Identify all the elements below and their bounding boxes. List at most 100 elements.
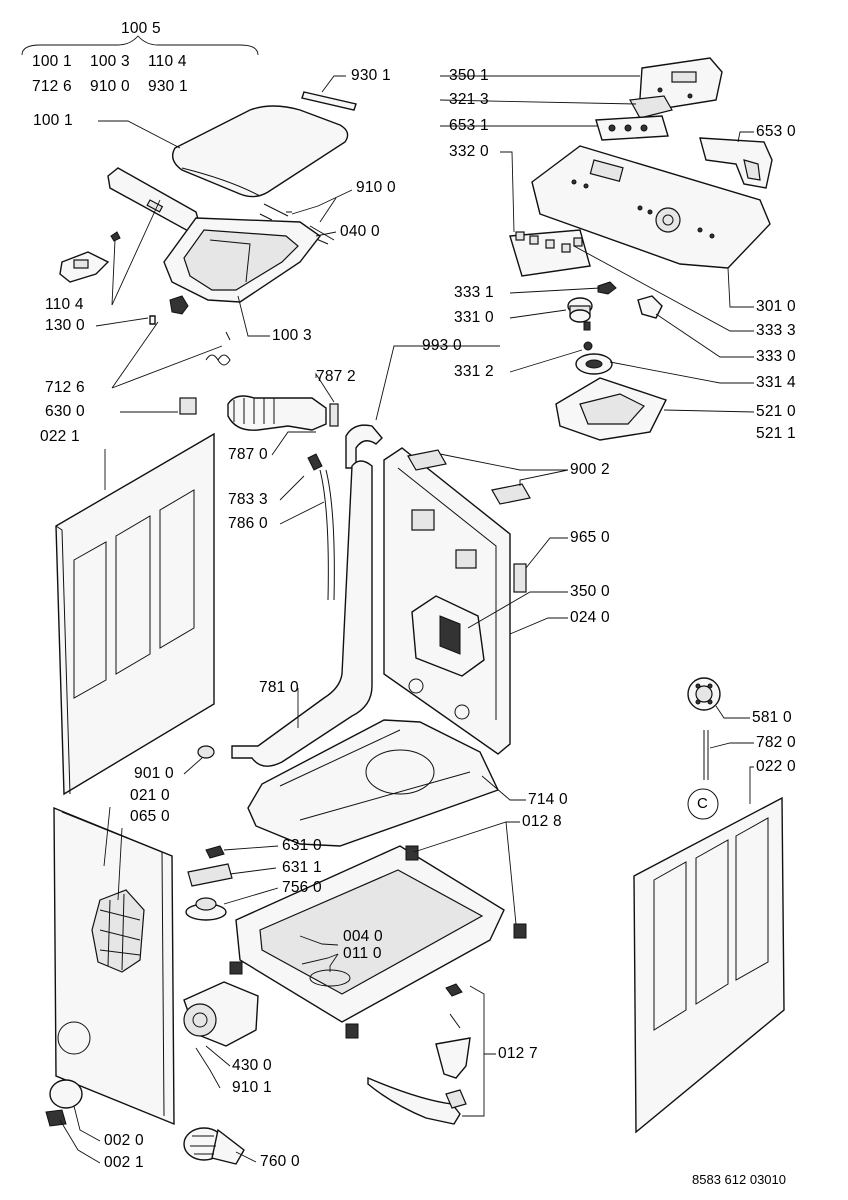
part-022-0-side-panel	[633, 796, 785, 1134]
label-787-0: 787 0	[228, 446, 268, 463]
part-993-0-pipe	[345, 424, 383, 469]
label-653-0: 653 0	[756, 123, 796, 140]
label-065-0: 065 0	[130, 808, 170, 825]
part-712-6-spring	[205, 331, 231, 366]
part-521-0-bracket	[555, 377, 667, 441]
label-631-1: 631 1	[282, 859, 322, 876]
label-910-0-top: 910 0	[90, 78, 130, 95]
label-712-6: 712 6	[45, 379, 85, 396]
label-331-4: 331 4	[756, 374, 796, 391]
part-653-1-switch-strip	[595, 115, 669, 141]
part-760-0-filter	[183, 1127, 245, 1165]
part-787-2-clamp	[329, 403, 339, 427]
part-002-1-clip	[45, 1109, 67, 1127]
label-002-0: 002 0	[104, 1132, 144, 1149]
part-631-0-terminal	[205, 845, 225, 859]
label-130-0: 130 0	[45, 317, 85, 334]
label-930-1: 930 1	[351, 67, 391, 84]
label-022-0: 022 0	[756, 758, 796, 775]
part-022-1-side-panel	[55, 432, 215, 796]
part-581-0-pressure-switch	[687, 677, 721, 711]
group-bracket	[21, 35, 259, 56]
part-100-1-lid	[172, 105, 349, 198]
label-110-4: 110 4	[45, 296, 84, 313]
label-100-3: 100 3	[272, 327, 312, 344]
label-331-0: 331 0	[454, 309, 494, 326]
label-760-0: 760 0	[260, 1153, 300, 1170]
label-021-0: 021 0	[130, 787, 170, 804]
part-901-0-cap	[197, 745, 215, 759]
part-333-0-clip	[637, 295, 663, 319]
label-040-0: 040 0	[340, 223, 380, 240]
label-333-0: 333 0	[756, 348, 796, 365]
part-781-0-drain-hose	[231, 460, 373, 767]
label-301-0: 301 0	[756, 298, 796, 315]
label-012-7: 012 7	[498, 1045, 538, 1062]
label-100-1: 100 1	[33, 112, 73, 129]
label-333-3: 333 3	[756, 322, 796, 339]
label-786-0: 786 0	[228, 515, 268, 532]
part-756-0-pulley	[185, 897, 227, 921]
part-631-1-terminal	[187, 863, 233, 887]
label-004-0: 004 0	[343, 928, 383, 945]
part-100-3-frame	[163, 217, 322, 303]
circle-c-marker	[687, 788, 719, 820]
label-333-1: 333 1	[454, 284, 494, 301]
label-100-3-top: 100 3	[90, 53, 130, 70]
label-350-1: 350 1	[449, 67, 489, 84]
part-333-1-clip	[597, 281, 617, 295]
part-910-0-rod	[263, 203, 292, 217]
leader-lines	[59, 75, 755, 1164]
part-332-0-buttons	[509, 229, 591, 277]
part-430-0-pump	[183, 981, 259, 1047]
part-301-0-control-panel	[531, 145, 771, 269]
label-581-0: 581 0	[752, 709, 792, 726]
part-653-0-bracket	[699, 137, 773, 189]
part-latch	[59, 251, 110, 283]
label-787-2: 787 2	[316, 368, 356, 385]
label-024-0: 024 0	[570, 609, 610, 626]
part-screw	[110, 231, 121, 242]
label-002-1: 002 1	[104, 1154, 144, 1171]
part-331-4-ring	[575, 353, 613, 375]
part-787-0-hose	[227, 395, 327, 431]
part-012-8-feet	[229, 845, 527, 1039]
document-id: 8583 612 03010	[692, 1172, 786, 1187]
part-021-0-front-panel	[53, 806, 175, 1126]
label-782-0: 782 0	[756, 734, 796, 751]
label-993-0: 993 0	[422, 337, 462, 354]
part-965-0-filter	[513, 563, 527, 593]
label-331-2: 331 2	[454, 363, 494, 380]
label-714-0: 714 0	[528, 791, 568, 808]
label-712-6-top: 712 6	[32, 78, 72, 95]
part-110-4-handle	[107, 167, 201, 233]
label-321-3: 321 3	[449, 91, 489, 108]
part-002-0-lid	[49, 1079, 83, 1109]
label-350-0: 350 0	[570, 583, 610, 600]
label-910-0: 910 0	[356, 179, 396, 196]
label-901-0: 901 0	[134, 765, 174, 782]
part-786-0-tube	[319, 469, 329, 601]
label-965-0: 965 0	[570, 529, 610, 546]
part-130-0-hinge	[149, 295, 189, 325]
label-653-1: 653 1	[449, 117, 489, 134]
label-900-2: 900 2	[570, 461, 610, 478]
label-100-1-top: 100 1	[32, 53, 72, 70]
part-040-0-pin	[309, 225, 335, 241]
part-900-2-clips	[407, 449, 531, 505]
label-781-0: 781 0	[259, 679, 299, 696]
part-783-3-valve	[307, 453, 323, 471]
label-022-1: 022 1	[40, 428, 80, 445]
label-521-0: 521 0	[756, 403, 796, 420]
circle-c-letter: C	[697, 795, 709, 812]
part-331-2-spring	[583, 341, 593, 351]
label-521-1: 521 1	[756, 425, 796, 442]
label-012-8: 012 8	[522, 813, 562, 830]
label-332-0: 332 0	[449, 143, 489, 160]
label-783-3: 783 3	[228, 491, 268, 508]
part-350-0-module	[411, 595, 485, 677]
part-630-0-cover	[179, 397, 197, 415]
part-004-0-base-frame	[235, 845, 505, 1023]
part-331-0-knob	[567, 297, 593, 331]
